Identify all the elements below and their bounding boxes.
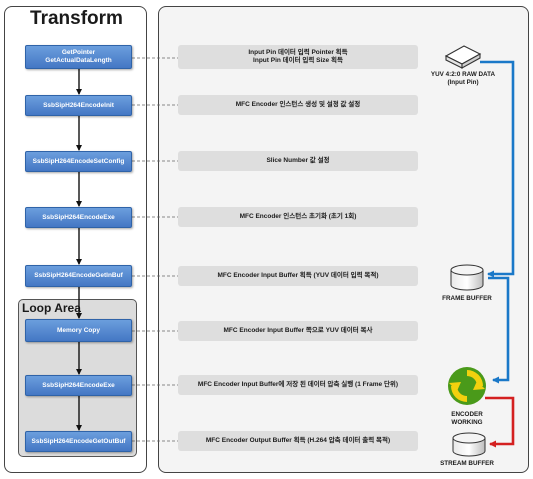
yuv-data-label: YUV 4:2:0 RAW DATA (Input Pin) [430, 71, 496, 86]
description-encode-init: MFC Encoder 인스턴스 생성 및 설정 값 설정 [178, 95, 418, 115]
step-encode-init: SsbSipH264EncodeInit [25, 95, 132, 116]
diagram-title: Transform [30, 8, 123, 29]
description-encode-exe-init: MFC Encoder 인스턴스 초기화 (초기 1회) [178, 207, 418, 227]
description-get-out-buf: MFC Encoder Output Buffer 획득 (H.264 압축 데… [178, 431, 418, 451]
frame-buffer-label: FRAME BUFFER [442, 295, 492, 302]
loop-area-title: Loop Area [22, 301, 81, 315]
encoder-working-label: ENCODER WORKING [451, 411, 483, 426]
stream-buffer-cylinder-icon [452, 432, 486, 457]
step-memory-copy: Memory Copy [25, 319, 132, 342]
description-set-config: Slice Number 값 설정 [178, 151, 418, 171]
step-encode-exe: SsbSipH264EncodeExe [25, 375, 132, 396]
step-encode-get-in-buf: SsbSipH264EncodeGetInBuf [25, 265, 132, 287]
frame-buffer-cylinder-icon [450, 264, 484, 291]
step-encode-exe-init: SsbSipH264EncodeExe [25, 207, 132, 228]
yuv-device-icon [444, 45, 482, 69]
flow-frame-buffer-to-encoder [488, 276, 510, 384]
flow-yuv-to-frame-buffer [480, 60, 515, 278]
step-encode-get-out-buf: SsbSipH264EncodeGetOutBuf [25, 431, 132, 452]
description-encode-exe: MFC Encoder Input Buffer에 저장 된 데이터 압축 실행… [178, 375, 418, 395]
description-getpointer: Input Pin 데이터 입력 Pointer 획득 Input Pin 데이… [178, 45, 418, 69]
description-memory-copy: MFC Encoder Input Buffer 쪽으로 YUV 데이터 복사 [178, 321, 418, 341]
step-encode-set-config: SsbSipH264EncodeSetConfig [25, 151, 132, 172]
encoder-recycle-icon [448, 367, 486, 405]
stream-buffer-label: STREAM BUFFER [440, 460, 494, 467]
step-getpointer: GetPointer GetActualDataLength [25, 45, 132, 69]
description-get-in-buf: MFC Encoder Input Buffer 획득 (YUV 데이터 입력 … [178, 266, 418, 286]
flow-encoder-to-stream-buffer [485, 396, 515, 448]
